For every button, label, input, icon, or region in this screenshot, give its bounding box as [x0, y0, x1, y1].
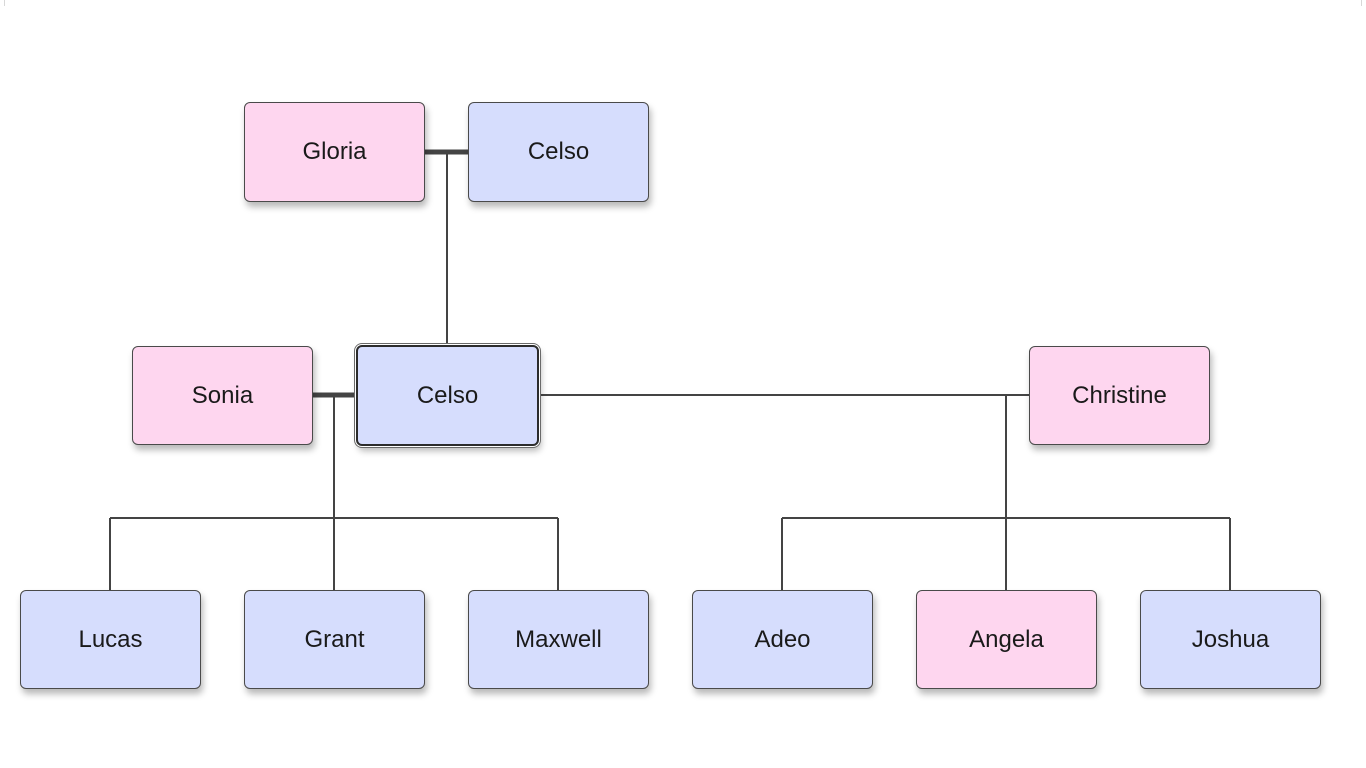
person-name: Adeo [754, 625, 811, 653]
person-node-grant[interactable]: Grant [244, 590, 425, 689]
corner-mark-right [1361, 0, 1362, 6]
person-name: Celso [416, 381, 479, 409]
person-node-adeo[interactable]: Adeo [692, 590, 873, 689]
corner-mark-left [4, 0, 5, 6]
person-node-maxwell[interactable]: Maxwell [468, 590, 649, 689]
person-node-sonia[interactable]: Sonia [132, 346, 313, 445]
person-name: Christine [1072, 381, 1167, 409]
person-name: Angela [969, 625, 1044, 653]
person-node-lucas[interactable]: Lucas [20, 590, 201, 689]
person-name: Gloria [302, 138, 367, 165]
person-node-christine[interactable]: Christine [1029, 346, 1210, 445]
person-name: Sonia [191, 381, 254, 409]
person-name: Celso [527, 138, 590, 165]
person-node-angela[interactable]: Angela [916, 590, 1097, 689]
person-name: Maxwell [515, 625, 602, 653]
person-node-gloria[interactable]: Gloria [244, 102, 425, 202]
person-node-celso-sr[interactable]: Celso [468, 102, 649, 202]
person-name: Joshua [1191, 625, 1270, 653]
person-name: Grant [304, 625, 365, 653]
person-name: Lucas [78, 625, 143, 653]
person-node-joshua[interactable]: Joshua [1140, 590, 1321, 689]
person-node-celso[interactable]: Celso [356, 345, 539, 446]
